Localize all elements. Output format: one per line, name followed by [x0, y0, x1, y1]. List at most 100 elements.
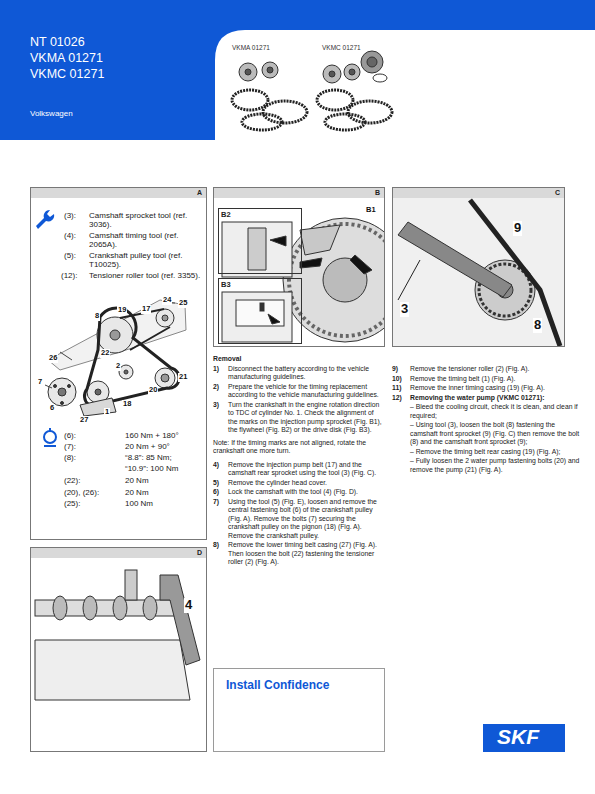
callout-number: 24 — [162, 296, 172, 305]
step-number: 10) — [392, 375, 410, 384]
text-row: – Fully loosen the 2 water pump fastenin… — [392, 457, 582, 474]
kit-label: VKMC 01271 — [322, 44, 361, 51]
torque-value: (25): — [64, 499, 80, 508]
callout-number: 8 — [533, 318, 542, 333]
step-number: 1) — [213, 365, 228, 382]
torque-value: (7): — [64, 442, 76, 451]
slogan-box: Install Confidence — [213, 668, 385, 752]
callout-number: 22 — [100, 349, 110, 358]
note-text: Note: If the timing marks are not aligne… — [213, 439, 385, 456]
product-code: VKMA 01271 — [30, 50, 215, 66]
text-row: 3)Turn the crankshaft in the engine rota… — [213, 401, 385, 435]
callout-number: 20 — [148, 386, 158, 395]
sub-figure-box: B3 — [218, 278, 302, 344]
text-row: – Bleed the cooling circuit, check it is… — [392, 403, 582, 420]
torque-value: 20 Nm — [125, 476, 149, 485]
tool-text: (12): — [61, 271, 77, 280]
panel-letter: B — [375, 188, 380, 198]
step-text: Remove the cylinder head cover. — [228, 479, 385, 488]
text-row: Removal — [213, 355, 385, 364]
panel-letter: D — [197, 548, 202, 558]
panel-letter: A — [197, 188, 202, 198]
step-text: Removing the water pump (VKMC 01271): — [410, 394, 582, 403]
kit-vkma-picture — [232, 62, 307, 130]
text-column: 9)Remove the tensioner roller (2) (Fig. … — [392, 365, 582, 475]
text-row: 8)Remove the lower timing belt casing (2… — [213, 541, 385, 567]
callout-number: 7 — [37, 378, 43, 387]
step-text: Disconnect the battery according to the … — [228, 365, 385, 382]
callout-number: 27 — [79, 416, 89, 425]
kit-vkmc-picture — [317, 51, 392, 130]
tool-text: (4): — [64, 231, 76, 240]
brand-name: Volkswagen — [30, 109, 215, 119]
step-sub-item: – Bleed the cooling circuit, check it is… — [410, 403, 582, 420]
panel-letter: C — [555, 188, 560, 198]
text-row: 5)Remove the cylinder head cover. — [213, 479, 385, 488]
text-row: 10)Remove the timing belt (1) (Fig. A). — [392, 375, 582, 384]
tool-text: (3): — [64, 211, 76, 220]
kit-label: VKMA 01271 — [232, 44, 270, 51]
text-row: 9)Remove the tensioner roller (2) (Fig. … — [392, 365, 582, 374]
sub-figure-box: B2 — [218, 208, 302, 274]
slogan-text: Install Confidence — [226, 678, 372, 692]
product-code: NT 01026 — [30, 34, 215, 50]
step-text: Remove the timing belt (1) (Fig. A). — [410, 375, 582, 384]
text-row: 7)Using the tool (5) (Fig. E), loosen an… — [213, 498, 385, 541]
callout-number: 3 — [400, 302, 409, 317]
tool-text: Camshaft timing tool (ref. 2065A). — [89, 231, 201, 249]
torque-value: 100 Nm — [125, 499, 153, 508]
callout-number: 21 — [178, 373, 188, 382]
callout-number: 8 — [94, 312, 100, 321]
step-number: 4) — [213, 461, 228, 478]
torque-value: 20 Nm — [125, 488, 149, 497]
logo-ground — [483, 724, 565, 752]
section-heading: Removal — [213, 355, 385, 364]
product-code: VKMC 01271 — [30, 66, 215, 82]
callout-number: 17 — [141, 305, 151, 314]
torque-value: (20), (26): — [64, 488, 99, 497]
sub-figure-label: B2 — [220, 210, 232, 219]
torque-value: 160 Nm + 180° — [125, 431, 179, 440]
header-band: NT 01026VKMA 01271VKMC 01271Volkswagen — [0, 0, 215, 140]
text-row: 4)Remove the injection pump belt (17) an… — [213, 461, 385, 478]
step-sub-item: – Using tool (3), loosen the bolt (8) fa… — [410, 421, 582, 447]
text-row: – Remove the timing belt rear casing (19… — [392, 448, 582, 457]
callout-number: 18 — [122, 400, 132, 409]
sub-figure-label: B3 — [220, 280, 232, 289]
header-band — [0, 0, 595, 140]
torque-value: (6): — [64, 431, 76, 440]
step-sub-item: – Fully loosen the 2 water pump fastenin… — [410, 457, 582, 474]
step-text: Turn the crankshaft in the engine rotati… — [228, 401, 385, 435]
text-row: 2)Prepare the vehicle for the timing rep… — [213, 383, 385, 400]
step-number: 5) — [213, 479, 228, 488]
step-text: Remove the injection pump belt (17) and … — [228, 461, 385, 478]
callout-number: 4 — [184, 598, 193, 613]
tool-text: Camshaft sprocket tool (ref. 3036). — [89, 211, 201, 229]
logo-text: SKF — [497, 725, 539, 749]
tool-text: Tensioner roller tool (ref. 3355). — [89, 271, 201, 280]
step-number: 11) — [392, 384, 410, 393]
callout-number: 2 — [115, 362, 121, 371]
figure-panel: D — [30, 547, 207, 752]
step-text: Lock the camshaft with the tool (4) (Fig… — [228, 488, 385, 497]
step-sub-item: – Remove the timing belt rear casing (19… — [410, 448, 582, 457]
callout-number: 9 — [513, 221, 522, 236]
text-row: Note: If the timing marks are not aligne… — [213, 439, 385, 456]
torque-value: “8.8”: 85 Nm; — [125, 453, 172, 462]
step-number: 2) — [213, 383, 228, 400]
callout-number: 25 — [178, 299, 188, 308]
text-row: 11)Remove the inner timing casing (19) (… — [392, 384, 582, 393]
step-number: 3) — [213, 401, 228, 435]
step-number: 9) — [392, 365, 410, 374]
step-number: 7) — [213, 498, 228, 541]
step-text: Remove the tensioner roller (2) (Fig. A)… — [410, 365, 582, 374]
text-row: 1)Disconnect the battery according to th… — [213, 365, 385, 382]
torque-value: “10.9”: 100 Nm — [125, 464, 178, 473]
step-number: 12) — [392, 394, 410, 403]
tool-text: Crankshaft pulley tool (ref. T10025). — [89, 251, 201, 269]
text-row: – Using tool (3), loosen the bolt (8) fa… — [392, 421, 582, 447]
torque-value: (8): — [64, 453, 76, 462]
callout-number: 19 — [117, 306, 127, 315]
text-row: 12)Removing the water pump (VKMC 01271): — [392, 394, 582, 403]
step-text: Using the tool (5) (Fig. E), loosen and … — [228, 498, 385, 541]
